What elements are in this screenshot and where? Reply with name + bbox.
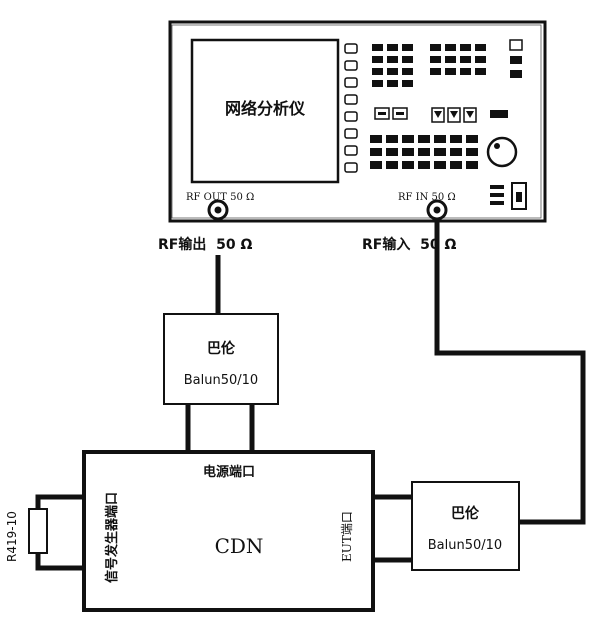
rf-out-caption: RF输出 50 Ω <box>158 236 252 253</box>
softkeys[interactable] <box>344 43 358 173</box>
network-analyzer: 网络分析仪 <box>168 20 547 223</box>
balun-top-box <box>163 313 279 405</box>
resistor: R419-10 <box>5 508 48 562</box>
balun-top-model: Balun50/10 <box>184 373 258 388</box>
balun-top-title: 巴伦 <box>207 340 236 357</box>
balun-right-model: Balun50/10 <box>428 538 502 553</box>
cdn-eut-port: EUT端口 <box>340 511 354 562</box>
analyzer-title: 网络分析仪 <box>225 99 306 118</box>
cdn-power-port: 电源端口 <box>203 464 255 480</box>
rf-in-caption: RF输入 50 Ω <box>362 236 456 253</box>
cdn-name: CDN <box>215 534 264 558</box>
cdn-signal-port: 信号发生器端口 <box>104 492 120 583</box>
balun-right-title: 巴伦 <box>451 505 480 522</box>
analyzer-screen <box>190 38 340 184</box>
rotary-knob[interactable] <box>486 136 518 168</box>
keypad-numeric[interactable] <box>370 135 478 169</box>
keypad-function-keys[interactable] <box>372 44 413 87</box>
rf-in-label: RF IN 50 Ω <box>398 192 456 203</box>
balun-right-box <box>411 481 520 571</box>
balun-right: 巴伦 Balun50/10 <box>411 481 520 571</box>
cable-rf-in-balun <box>434 219 586 525</box>
cdn-box <box>82 450 375 612</box>
balun-top: 巴伦 Balun50/10 <box>163 313 279 405</box>
rf-in-port[interactable] <box>426 199 448 221</box>
cable-resistor-1 <box>35 494 84 509</box>
keypad-nav-keys[interactable] <box>374 107 508 123</box>
cdn: 电源端口 CDN 信号发生器端口 EUT端口 <box>82 450 375 612</box>
cable-resistor-2 <box>35 553 84 571</box>
resistor-label: R419-10 <box>5 511 19 562</box>
rf-out-port[interactable] <box>207 199 229 221</box>
resistor-body <box>28 508 48 554</box>
cables <box>35 219 586 571</box>
rf-out-label: RF OUT 50 Ω <box>186 192 254 203</box>
power-button[interactable] <box>509 39 523 51</box>
keypad-measure-keys[interactable] <box>430 44 486 75</box>
